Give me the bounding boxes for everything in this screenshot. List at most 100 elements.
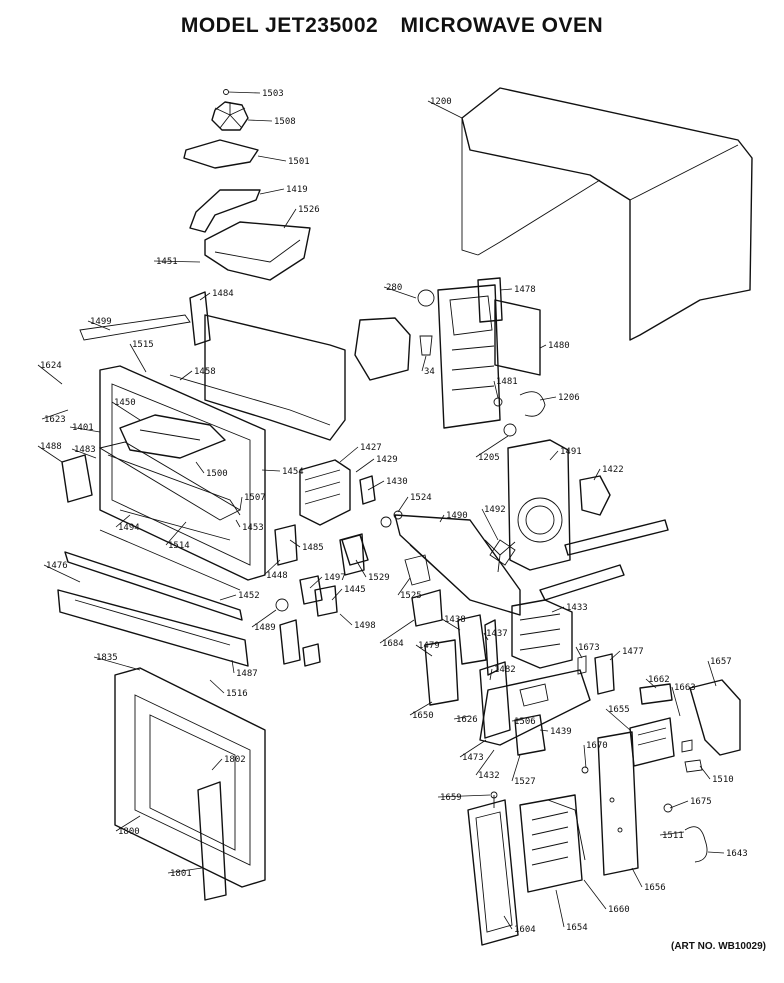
part-label-1514: 1514 <box>168 541 190 551</box>
part-label-1508: 1508 <box>274 117 296 127</box>
part-label-1500: 1500 <box>206 469 228 479</box>
part-label-1485: 1485 <box>302 543 324 553</box>
part-label-1481: 1481 <box>496 377 518 387</box>
part-label-1453: 1453 <box>242 523 264 533</box>
product-label: MICROWAVE OVEN <box>400 14 604 37</box>
leader-line-1458 <box>179 370 193 381</box>
oven-cavity-shape <box>61 291 346 581</box>
part-label-1451: 1451 <box>156 257 178 267</box>
part-label-1491: 1491 <box>560 447 582 457</box>
leader-line-1429 <box>355 458 375 473</box>
leader-line-1525 <box>397 577 411 596</box>
leader-line-1484 <box>199 292 211 301</box>
part-label-1454: 1454 <box>282 467 304 477</box>
leader-line-1433 <box>551 606 565 613</box>
leader-line-1623 <box>41 409 69 420</box>
part-label-1501: 1501 <box>288 157 310 167</box>
part-label-1675: 1675 <box>690 797 712 807</box>
part-label-1655: 1655 <box>608 705 630 715</box>
leader-line-1445 <box>331 588 343 601</box>
part-label-1626: 1626 <box>456 715 478 725</box>
part-label-1205: 1205 <box>478 453 500 463</box>
control-panel-shape <box>490 653 741 876</box>
leader-line-1485 <box>289 539 301 548</box>
part-label-280: 280 <box>386 283 402 293</box>
leader-line-1497 <box>309 576 323 589</box>
part-label-1488: 1488 <box>40 442 62 452</box>
leader-line-1507 <box>239 496 243 511</box>
part-label-1206: 1206 <box>558 393 580 403</box>
part-label-1490: 1490 <box>446 511 468 521</box>
part-label-1429: 1429 <box>376 455 398 465</box>
leader-line-1514 <box>165 521 187 546</box>
leader-line-1473 <box>459 739 487 758</box>
waveguide-panel-shape <box>354 277 546 437</box>
leader-line-1487 <box>231 659 235 674</box>
part-label-1663: 1663 <box>674 683 696 693</box>
leader-line-1437 <box>483 632 489 641</box>
part-label-1439: 1439 <box>550 727 572 737</box>
leader-line-1498 <box>339 613 353 626</box>
part-label-1510: 1510 <box>712 775 734 785</box>
leader-line-1419 <box>259 188 285 195</box>
part-label-1656: 1656 <box>644 883 666 893</box>
part-label-1499: 1499 <box>90 317 112 327</box>
part-label-1662: 1662 <box>648 675 670 685</box>
leader-line-1427 <box>339 446 359 463</box>
leader-line-1422 <box>593 468 601 481</box>
leader-line-1670 <box>583 744 587 769</box>
leader-line-1432 <box>475 749 495 776</box>
part-label-1673: 1673 <box>578 643 600 653</box>
leader-line-1657 <box>707 660 717 687</box>
part-label-1494: 1494 <box>118 523 140 533</box>
part-label-1430: 1430 <box>386 477 408 487</box>
leader-line-1490 <box>439 514 445 523</box>
leader-line-1656 <box>631 867 643 888</box>
part-label-1529: 1529 <box>368 573 390 583</box>
part-label-1483: 1483 <box>74 445 96 455</box>
leader-line-1479 <box>415 644 433 657</box>
leader-line-1488 <box>37 445 63 463</box>
leader-line-1673 <box>575 646 583 659</box>
leader-line-1524 <box>397 496 409 513</box>
leader-line-1654 <box>555 889 565 928</box>
part-label-1419: 1419 <box>286 185 308 195</box>
base-tray-shape <box>341 510 521 627</box>
part-label-1515: 1515 <box>132 340 154 350</box>
part-label-1650: 1650 <box>412 711 434 721</box>
part-label-1657: 1657 <box>710 657 732 667</box>
part-label-1433: 1433 <box>566 603 588 613</box>
part-label-1604: 1604 <box>514 925 536 935</box>
leader-line-1489 <box>251 609 277 628</box>
part-label-1800: 1800 <box>118 827 140 837</box>
part-label-1497: 1497 <box>324 573 346 583</box>
part-label-1452: 1452 <box>238 591 260 601</box>
door-assembly-shape <box>114 667 266 901</box>
part-label-1516: 1516 <box>226 689 248 699</box>
magnetron-shape <box>274 459 376 667</box>
stirrer-assembly-shape <box>183 89 311 281</box>
leader-line-1448 <box>263 559 281 576</box>
part-label-1458: 1458 <box>194 367 216 377</box>
leader-line-1438 <box>441 618 461 631</box>
leader-line-1483 <box>71 448 97 459</box>
leader-line-1526 <box>283 208 297 229</box>
part-label-1448: 1448 <box>266 571 288 581</box>
leader-line-280 <box>383 286 417 299</box>
part-label-1480: 1480 <box>548 341 570 351</box>
leader-line-1452 <box>219 594 237 601</box>
leader-line-1835 <box>93 656 141 671</box>
leader-line-1663 <box>671 686 681 717</box>
leader-line-1494 <box>115 514 131 528</box>
part-label-1624: 1624 <box>40 361 62 371</box>
part-label-1432: 1432 <box>478 771 500 781</box>
leader-line-1480 <box>539 344 547 349</box>
leader-line-1643 <box>707 851 725 854</box>
leader-line-1492 <box>481 508 499 541</box>
part-label-1498: 1498 <box>354 621 376 631</box>
leader-line-1401 <box>69 426 101 433</box>
part-label-1527: 1527 <box>514 777 536 787</box>
leader-line-1801 <box>167 867 203 874</box>
